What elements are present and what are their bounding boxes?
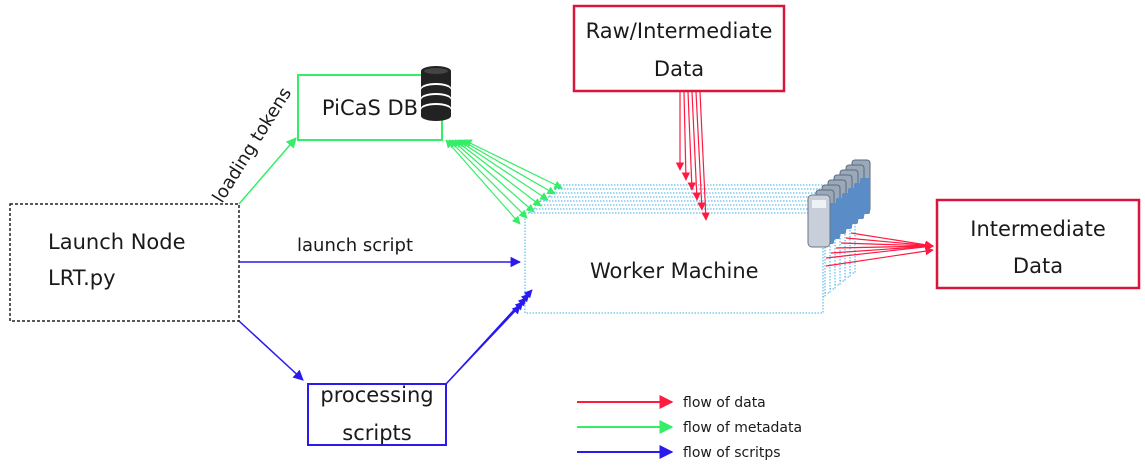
raw-data-title: Raw/Intermediate [586,19,773,43]
processing-to-worker-arrows [445,289,533,385]
worker-machine-label: Worker Machine [590,259,759,283]
legend-label-data: flow of data [683,395,766,411]
launch-node-box: Launch Node LRT.py [9,203,240,322]
processing-scripts-box: processing scripts [307,383,447,446]
database-icon [421,66,451,121]
launch-to-processing-arrow [238,320,304,381]
intermediate-data-title: Intermediate [970,217,1106,241]
raw-data-subtitle: Data [654,57,704,81]
intermediate-data-box: Intermediate Data [935,198,1141,290]
raw-data-box: Raw/Intermediate Data [572,4,786,93]
raw-to-worker-data-arrows [675,91,710,221]
launch-node-title: Launch Node [48,230,186,254]
processing-scripts-subtitle: scripts [342,421,411,445]
picas-db-box: PiCaS DB [297,74,443,141]
legend-label-scripts: flow of scritps [683,445,781,461]
legend-item-data: flow of data [577,395,766,411]
intermediate-data-subtitle: Data [1013,254,1063,278]
worker-to-intermediate-data-arrows [825,232,934,267]
legend-item-metadata: flow of metadata [577,420,802,436]
legend-item-scripts: flow of scritps [577,445,781,461]
loading-tokens-arrow [238,137,297,205]
server-rack-icon [807,159,871,248]
legend-label-metadata: flow of metadata [683,420,802,436]
picas-worker-metadata-arrows [445,139,563,225]
picas-db-label: PiCaS DB [322,96,418,120]
launch-node-subtitle: LRT.py [48,266,116,290]
processing-scripts-title: processing [320,383,433,407]
legend: flow of data flow of metadata flow of sc… [577,395,802,461]
launch-script-label: launch script [297,235,413,256]
worker-machine-stack [524,184,856,314]
